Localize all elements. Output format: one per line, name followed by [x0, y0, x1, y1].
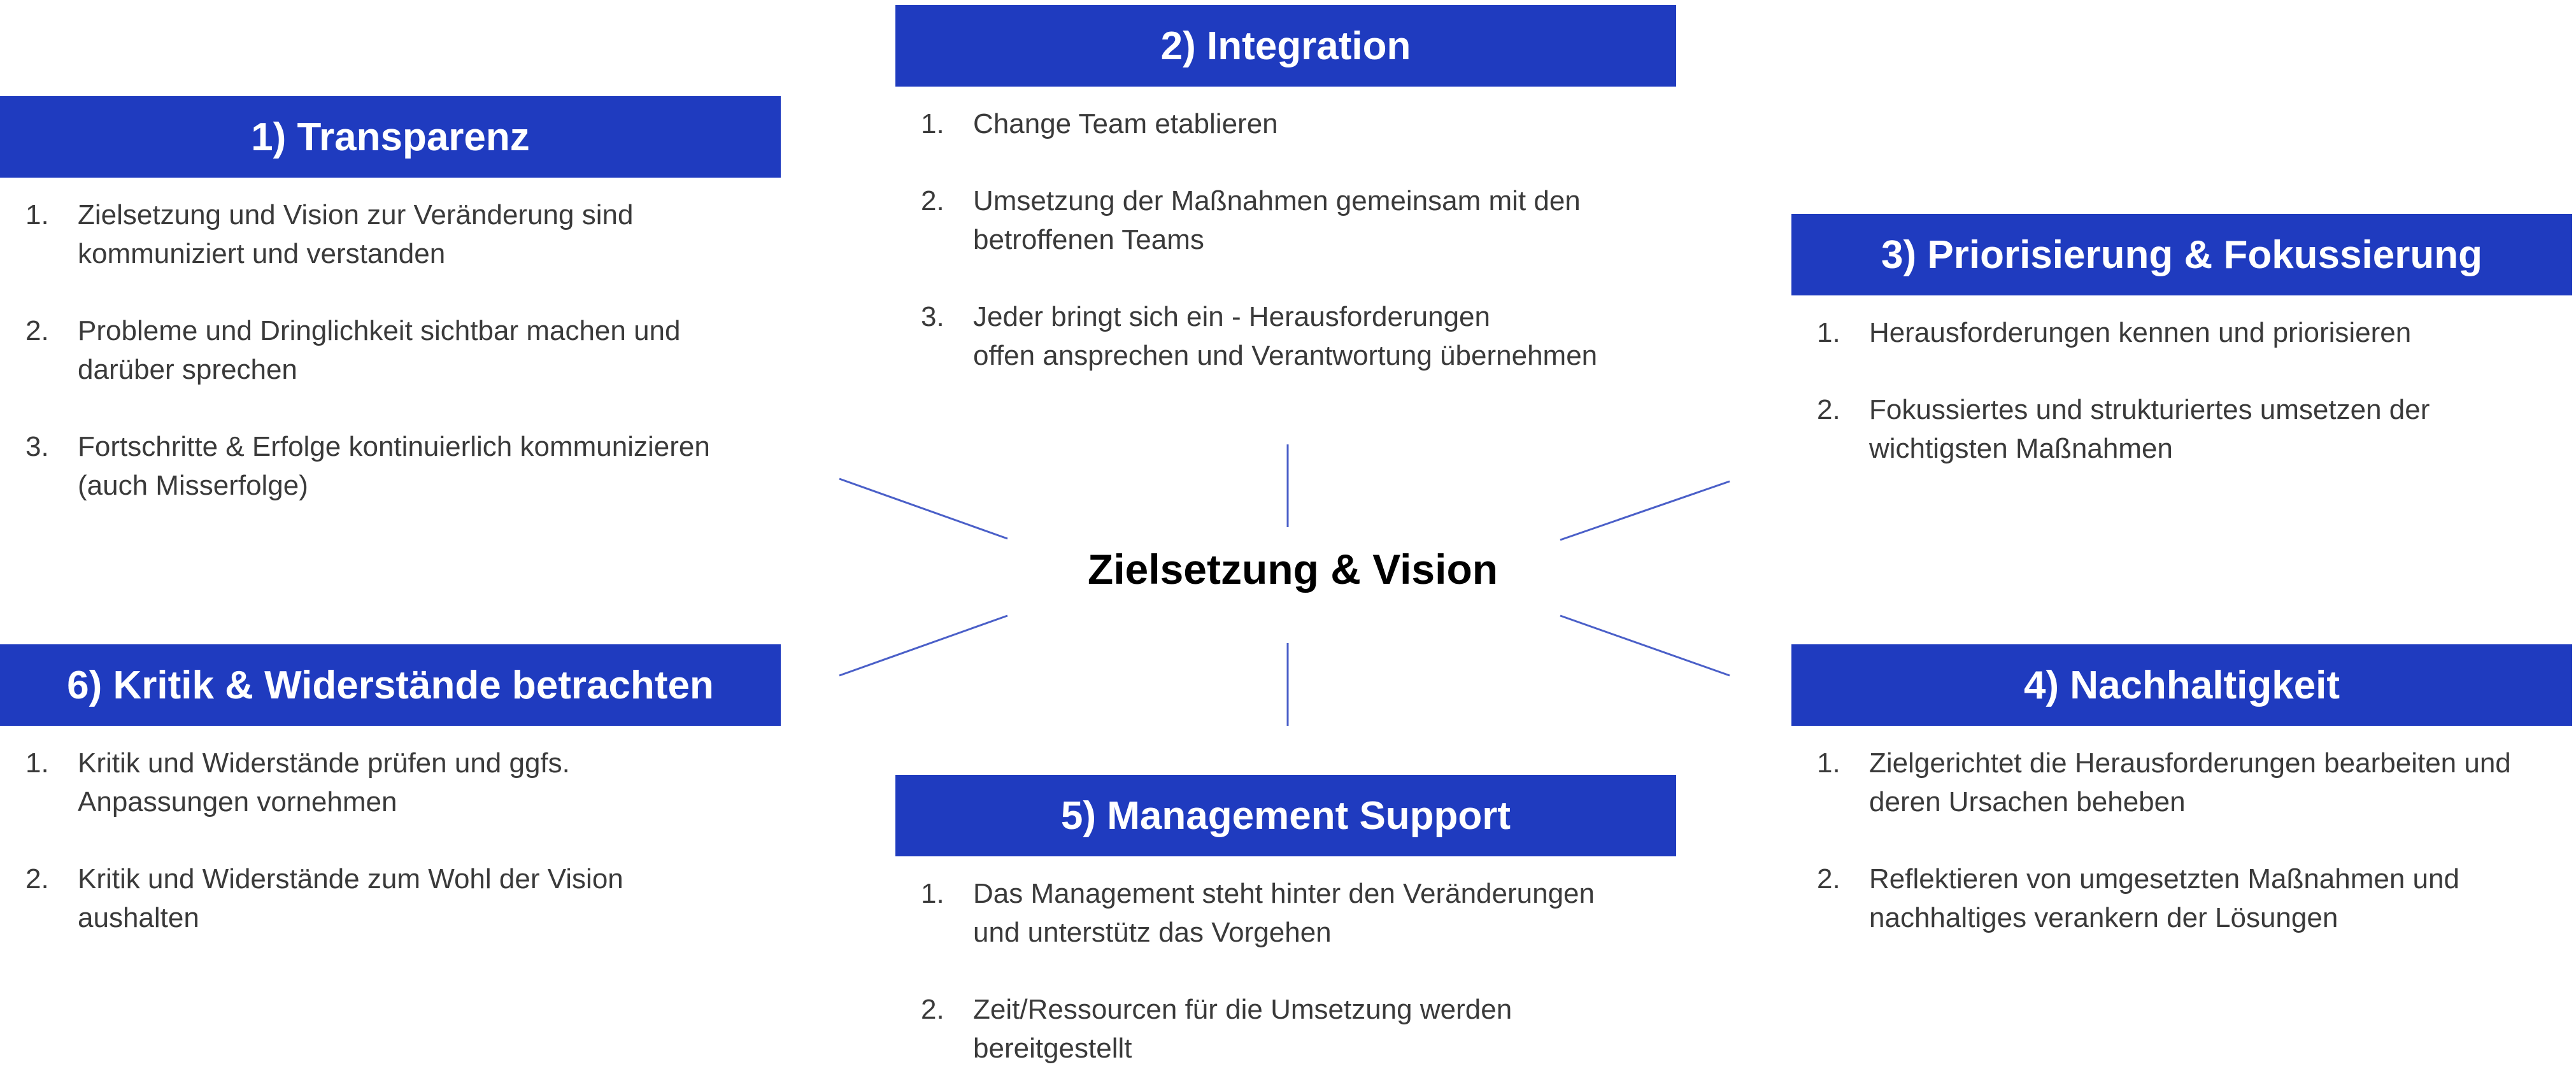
item-list: 1. Kritik und Widerstände prüfen und ggf…	[0, 744, 781, 937]
list-item: 2. Reflektieren von umgesetzten Maßnahme…	[1791, 860, 2572, 937]
list-item: 2. Umsetzung der Maßnahmen gemeinsam mit…	[895, 181, 1676, 259]
list-item: 1. Zielsetzung und Vision zur Veränderun…	[0, 195, 781, 273]
list-item: 1. Herausforderungen kennen und priorisi…	[1791, 313, 2572, 352]
item-number: 2.	[25, 863, 49, 895]
item-list: 1. Das Management steht hinter den Verän…	[895, 874, 1676, 1068]
item-text: Fortschritte & Erfolge kontinuierlich ko…	[78, 431, 710, 501]
box-title: 6) Kritik & Widerstände betrachten	[0, 644, 781, 726]
box-title: 3) Priorisierung & Fokussierung	[1791, 214, 2572, 295]
item-text: Probleme und Dringlichkeit sichtbar mach…	[78, 315, 681, 385]
item-number: 1.	[921, 878, 944, 909]
connector-to-kritik	[839, 614, 1008, 677]
box-management-support: 5) Management Support 1. Das Management …	[895, 775, 1676, 1068]
item-number: 2.	[1817, 394, 1840, 425]
list-item: 1. Zielgerichtet die Herausforderungen b…	[1791, 744, 2572, 821]
item-text: Kritik und Widerstände zum Wohl der Visi…	[78, 863, 623, 933]
box-nachhaltigkeit: 4) Nachhaltigkeit 1. Zielgerichtet die H…	[1791, 644, 2572, 937]
item-list: 1. Herausforderungen kennen und priorisi…	[1791, 313, 2572, 468]
item-number: 3.	[25, 431, 49, 462]
item-text: Herausforderungen kennen und priorisiere…	[1869, 317, 2412, 348]
list-item: 2. Probleme und Dringlichkeit sichtbar m…	[0, 311, 781, 389]
item-text: Zielgerichtet die Herausforderungen bear…	[1869, 747, 2511, 818]
item-text: Das Management steht hinter den Veränder…	[973, 878, 1595, 948]
list-item: 2. Fokussiertes und strukturiertes umset…	[1791, 390, 2572, 468]
item-text: Reflektieren von umgesetzten Maßnahmen u…	[1869, 863, 2459, 933]
item-text: Jeder bringt sich ein - Herausforderunge…	[973, 301, 1598, 371]
item-number: 2.	[921, 185, 944, 216]
box-integration: 2) Integration 1. Change Team etablieren…	[895, 5, 1676, 375]
item-list: 1. Zielgerichtet die Herausforderungen b…	[1791, 744, 2572, 937]
center-goal-label: Zielsetzung & Vision	[1087, 546, 1498, 593]
item-list: 1. Zielsetzung und Vision zur Veränderun…	[0, 195, 781, 505]
list-item: 1. Das Management steht hinter den Verän…	[895, 874, 1676, 952]
item-text: Kritik und Widerstände prüfen und ggfs. …	[78, 747, 570, 818]
item-text: Zielsetzung und Vision zur Veränderung s…	[78, 199, 634, 269]
item-number: 1.	[25, 199, 49, 230]
item-number: 1.	[1817, 317, 1840, 348]
box-priorisierung-fokussierung: 3) Priorisierung & Fokussierung 1. Herau…	[1791, 214, 2572, 468]
item-number: 1.	[1817, 747, 1840, 779]
list-item: 3. Jeder bringt sich ein - Herausforderu…	[895, 297, 1676, 375]
list-item: 2. Zeit/Ressourcen für die Umsetzung wer…	[895, 990, 1676, 1068]
item-number: 2.	[921, 994, 944, 1025]
list-item: 1. Change Team etablieren	[895, 104, 1676, 143]
box-title: 1) Transparenz	[0, 96, 781, 178]
connector-to-nachhaltigkeit	[1560, 614, 1730, 677]
item-number: 2.	[1817, 863, 1840, 895]
list-item: 2. Kritik und Widerstände zum Wohl der V…	[0, 860, 781, 937]
box-title: 5) Management Support	[895, 775, 1676, 856]
item-number: 2.	[25, 315, 49, 346]
item-text: Umsetzung der Maßnahmen gemeinsam mit de…	[973, 185, 1581, 255]
item-text: Change Team etablieren	[973, 108, 1278, 139]
item-number: 1.	[25, 747, 49, 779]
item-text: Fokussiertes und strukturiertes umsetzen…	[1869, 394, 2430, 464]
connector-to-priorisierung	[1560, 480, 1730, 541]
list-item: 3. Fortschritte & Erfolge kontinuierlich…	[0, 427, 781, 505]
box-title: 2) Integration	[895, 5, 1676, 87]
item-text: Zeit/Ressourcen für die Umsetzung werden…	[973, 994, 1512, 1064]
list-item: 1. Kritik und Widerstände prüfen und ggf…	[0, 744, 781, 821]
box-transparenz: 1) Transparenz 1. Zielsetzung und Vision…	[0, 96, 781, 505]
connector-to-transparenz	[839, 478, 1008, 540]
item-number: 3.	[921, 301, 944, 332]
box-kritik-widerstaende: 6) Kritik & Widerstände betrachten 1. Kr…	[0, 644, 781, 937]
item-number: 1.	[921, 108, 944, 139]
box-title: 4) Nachhaltigkeit	[1791, 644, 2572, 726]
item-list: 1. Change Team etablieren 2. Umsetzung d…	[895, 104, 1676, 375]
